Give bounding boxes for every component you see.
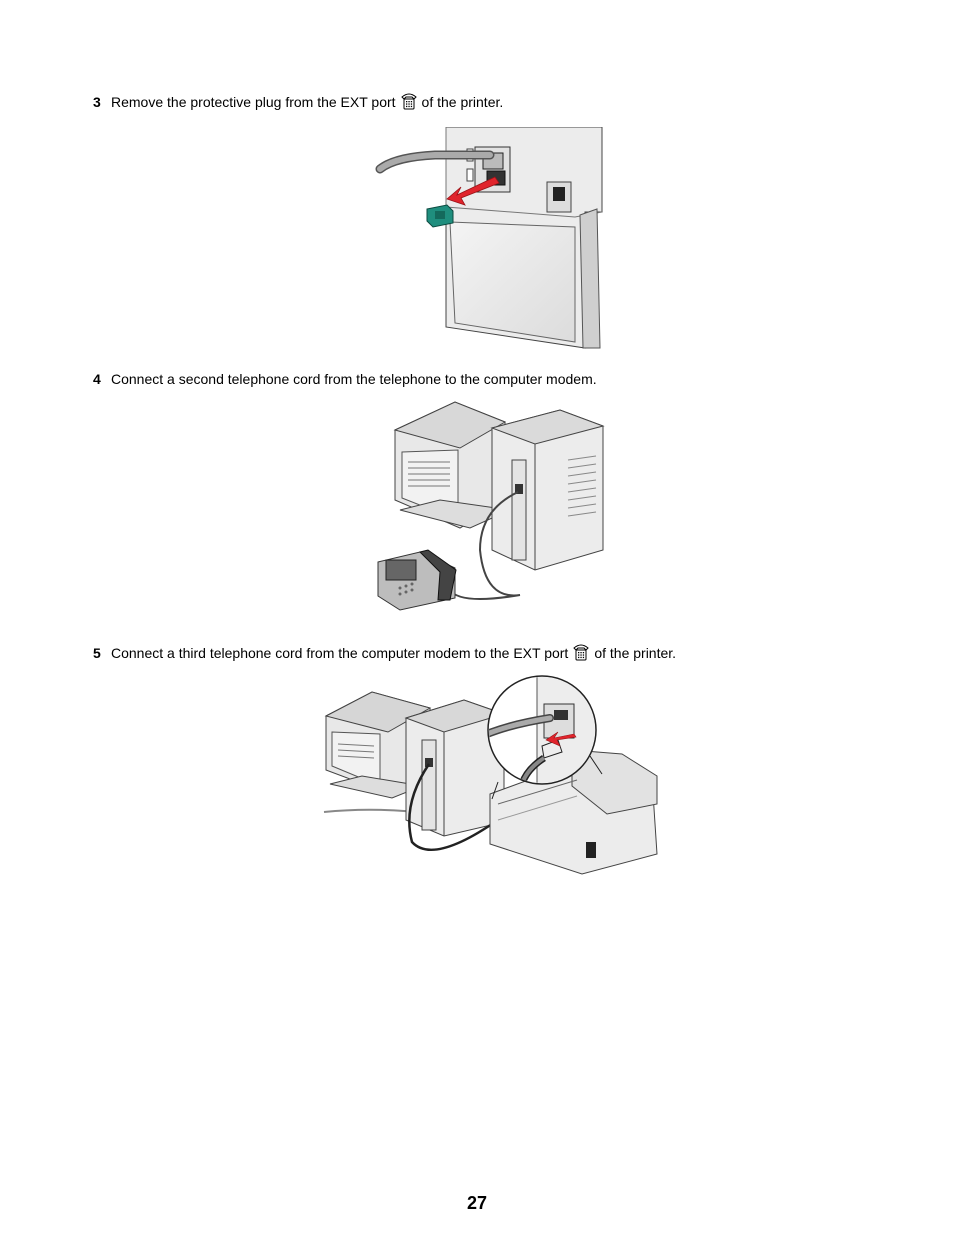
step-5: 5 Connect a third telephone cord from the… bbox=[93, 642, 676, 666]
step-number: 3 bbox=[93, 94, 101, 110]
step-text-after: of the printer. bbox=[594, 645, 677, 661]
step-text-after: of the printer. bbox=[421, 94, 504, 110]
page-number: 27 bbox=[466, 1193, 488, 1213]
step-3: 3 Remove the protective plug from the EXT… bbox=[93, 91, 503, 115]
step-text: Connect a second telephone cord from the… bbox=[111, 371, 597, 387]
step-4: 4 Connect a second telephone cord from th… bbox=[93, 370, 597, 388]
step-number: 5 bbox=[93, 645, 101, 661]
step-number: 4 bbox=[93, 371, 101, 387]
step-text: Connect a third telephone cord from the … bbox=[111, 645, 569, 661]
phone-port-icon bbox=[572, 642, 590, 666]
figure-telephone-to-modem bbox=[360, 400, 610, 617]
phone-port-icon bbox=[400, 91, 418, 115]
step-text: Remove the protective plug from the EXT … bbox=[111, 94, 396, 110]
figure-remove-plug bbox=[375, 126, 605, 356]
figure-modem-to-printer bbox=[322, 674, 662, 881]
